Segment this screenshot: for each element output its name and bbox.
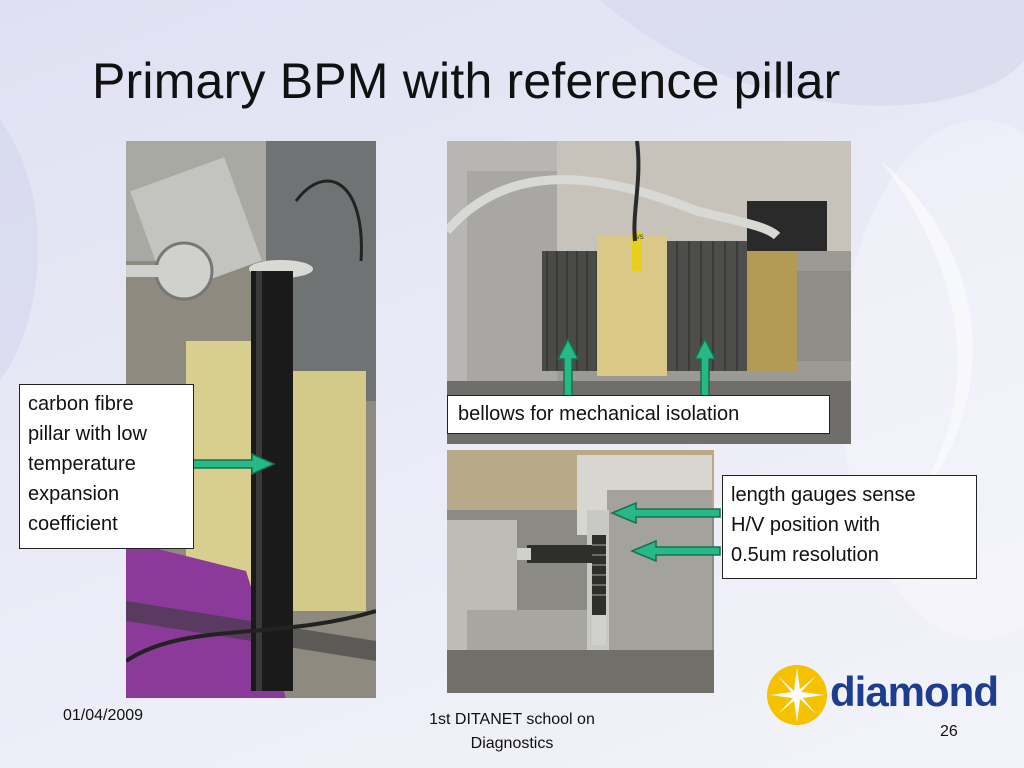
gauges-callout: length gauges sense H/V position with 0.…: [722, 475, 977, 579]
gauges-callout-line: 0.5um resolution: [731, 544, 879, 566]
diamond-logo: diamond: [766, 664, 999, 728]
pillar-callout-line: pillar with low: [28, 423, 147, 445]
page-number: 26: [940, 723, 958, 740]
pillar-callout: carbon fibre pillar with low temperature…: [19, 384, 194, 549]
gauges-callout-line: length gauges sense: [731, 484, 916, 506]
gauges-callout-line: H/V position with: [731, 514, 880, 536]
bellows-tag-label: S/S: [634, 235, 644, 241]
pillar-photo: [126, 141, 376, 698]
footer-event-line: Diagnostics: [470, 735, 554, 752]
bellows-callout: bellows for mechanical isolation: [447, 395, 830, 434]
footer-date: 01/04/2009: [63, 707, 144, 724]
pillar-callout-line: temperature: [28, 453, 136, 475]
gauges-photo: [447, 450, 714, 693]
footer-event-line: 1st DITANET school on: [429, 711, 595, 728]
pillar-callout-line: carbon fibre: [28, 393, 134, 415]
slide-title: Primary BPM with reference pillar: [92, 53, 841, 109]
star-burst-icon: [767, 665, 827, 725]
pillar-callout-line: expansion: [28, 483, 120, 505]
logo-text: diamond: [830, 668, 999, 715]
pillar-callout-line: coefficient: [28, 513, 118, 535]
footer-event: 1st DITANET school on Diagnostics: [392, 708, 632, 756]
